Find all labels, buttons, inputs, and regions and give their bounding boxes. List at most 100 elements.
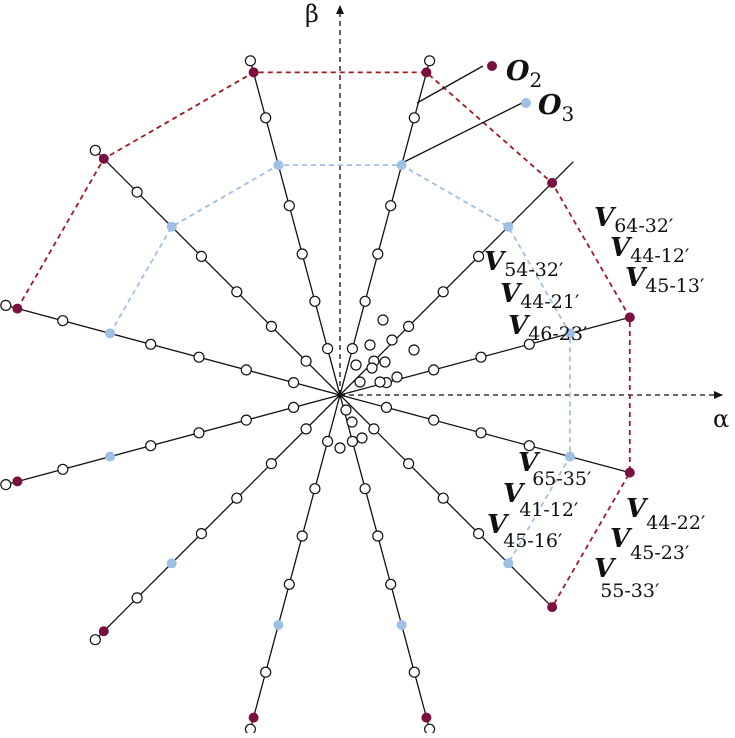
hollow-vector-dot: [385, 578, 397, 590]
hollow-vector-dot: [377, 314, 389, 326]
hollow-vector-dot: [89, 144, 101, 156]
hollow-vector-dot: [260, 666, 272, 678]
hollow-vector-dot: [244, 723, 256, 735]
o3-vector-dot: [396, 619, 407, 630]
hollow-vector-dot: [288, 401, 300, 413]
hollow-vector-dot: [437, 286, 449, 298]
vector-label-46-23: V46-23′: [508, 311, 587, 345]
hollow-vector-dot: [0, 299, 12, 311]
o2-vector-dot: [98, 626, 109, 637]
hollow-vector-dot: [296, 530, 308, 542]
hollow-vector-dot: [473, 527, 485, 540]
o2-legend-dot: [487, 61, 497, 71]
o3-vector-dot: [273, 160, 284, 171]
o2-vector-dot: [248, 67, 259, 78]
hollow-vector-dot: [265, 320, 277, 332]
vector-label-44-12: V44-12′: [610, 233, 689, 267]
hollow-vector-dot: [428, 364, 440, 376]
hollow-vector-dot: [523, 338, 535, 350]
vector-dots: [0, 55, 635, 735]
hollow-vector-dot: [145, 338, 157, 350]
hollow-vector-dot: [475, 427, 487, 439]
hollow-vector-dot: [475, 351, 487, 363]
hollow-vector-dot: [359, 483, 371, 495]
hollow-vector-dot: [403, 458, 415, 470]
o2-vector-dot: [12, 303, 23, 314]
hollow-vector-dot: [296, 248, 308, 260]
hollow-vector-dot: [322, 435, 334, 447]
hollow-vector-dot: [359, 295, 371, 307]
hollow-vector-dot: [346, 343, 358, 355]
hollow-vector-dot: [309, 295, 321, 307]
hollow-vector-dot: [231, 286, 243, 298]
o3-vector-dot: [273, 619, 284, 630]
hollow-vector-dot: [372, 530, 384, 542]
hollow-vector-dot: [366, 362, 378, 374]
hollow-vector-dot: [288, 377, 300, 389]
hollow-vector-dot: [57, 463, 69, 475]
hollow-vector-dot: [350, 359, 362, 371]
hollow-vector-dot: [283, 578, 295, 590]
hollow-vector-dot: [145, 440, 157, 452]
hollow-vector-dot: [193, 351, 205, 363]
hollow-vector-dot: [340, 404, 352, 416]
vector-label-54-32: V54-32′: [484, 247, 563, 281]
vector-label-45-13: V45-13′: [625, 263, 704, 297]
hollow-vector-dot: [131, 186, 143, 198]
hollow-vector-dot: [260, 112, 272, 124]
vector-label-64-32: V64-32′: [594, 203, 673, 237]
vector-label-45-23: V45-23′: [610, 524, 689, 564]
hollow-vector-dot: [244, 55, 256, 67]
o3-vector-dot: [105, 328, 116, 339]
hollow-vector-dot: [240, 414, 252, 426]
o3-leader-line: [399, 102, 523, 165]
hollow-vector-dot: [283, 200, 295, 212]
hollow-vector-dot: [408, 112, 420, 124]
hollow-vector-dot: [403, 320, 415, 332]
hollow-vector-dot: [346, 435, 358, 447]
o2-vector-dot: [624, 467, 635, 478]
hollow-vector-dot: [354, 376, 366, 388]
hollow-vector-dot: [195, 250, 207, 262]
hollow-vector-dot: [57, 315, 69, 327]
o2-vector-dot: [98, 153, 109, 164]
hollow-vector-dot: [424, 55, 436, 67]
vector-label-44-21: V44-21′: [500, 279, 579, 313]
o2-legend-label: O2: [506, 56, 542, 92]
vector-ray: [339, 161, 574, 396]
hollow-vector-dot: [89, 634, 101, 646]
o2-vector-dot: [547, 177, 558, 188]
o3-vector-dot: [396, 160, 407, 171]
hollow-vector-dot: [386, 334, 398, 346]
hollow-vector-dot: [322, 343, 334, 355]
hollow-vector-dot: [300, 423, 312, 435]
hollow-vector-dot: [379, 356, 391, 368]
o3-vector-dot: [166, 558, 177, 569]
beta-axis-label: β: [305, 0, 319, 28]
hollow-vector-dot: [356, 432, 368, 444]
hollow-vector-dot: [368, 423, 380, 435]
hollow-vector-dot: [131, 592, 143, 604]
hollow-vector-dot: [473, 250, 485, 262]
hollow-vector-dot: [424, 723, 436, 735]
hollow-vector-dot: [408, 344, 420, 356]
hollow-vector-dot: [346, 416, 358, 428]
o2-vector-dot: [624, 312, 635, 323]
o2-vector-dot: [421, 67, 432, 78]
hollow-vector-dot: [391, 371, 403, 383]
hollow-vector-dot: [231, 492, 243, 504]
hollow-vector-dot: [240, 364, 252, 376]
hollow-vector-dot: [437, 492, 449, 504]
hollow-vector-dot: [385, 200, 397, 212]
o2-boundary: [16, 71, 631, 608]
o3-legend-dot: [521, 98, 531, 108]
hollow-vector-dot: [364, 339, 376, 351]
o2-leader-line: [416, 65, 484, 104]
hollow-vector-dot: [428, 414, 440, 426]
o3-vector-dot: [166, 221, 177, 232]
hollow-vector-dot: [300, 355, 312, 367]
hollow-vector-dot: [374, 376, 386, 388]
hollow-vector-dot: [193, 427, 205, 439]
